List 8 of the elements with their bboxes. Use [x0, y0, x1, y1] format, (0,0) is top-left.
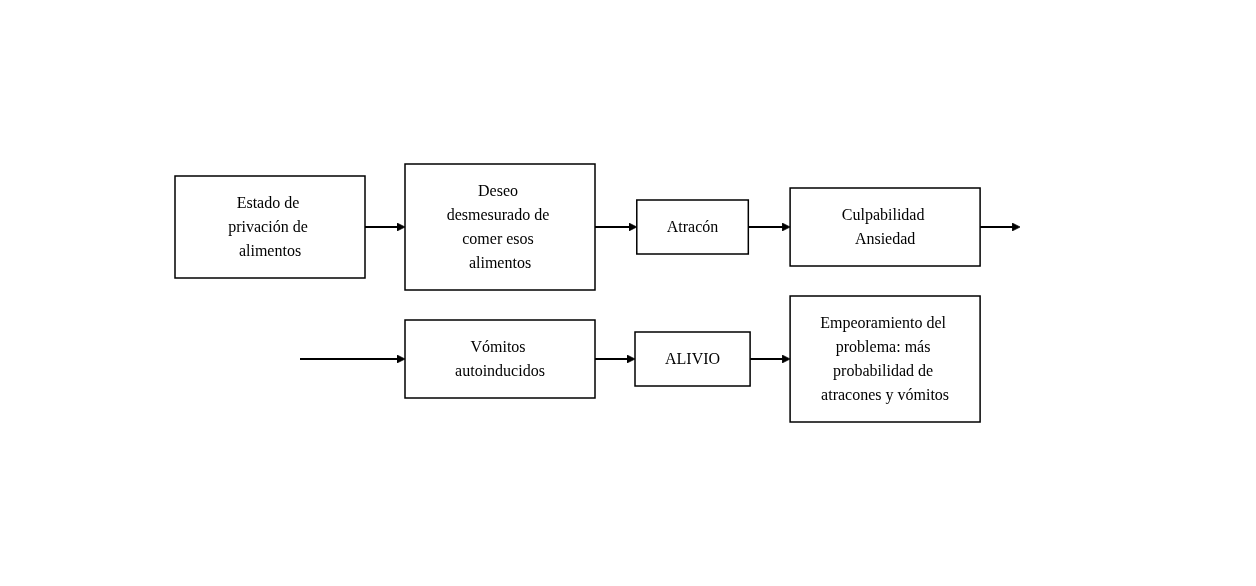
node-box: Culpabilidad Ansiedad [789, 187, 982, 267]
node-box: Vómitos autoinducidos [404, 319, 597, 399]
node-box: Empeoramiento del problema: más probabilidad de atracones y vómitos [789, 295, 982, 423]
node-box: ALIVIO [634, 331, 752, 387]
node-box: Deseo desmesurado de comer esos alimentos [404, 163, 597, 291]
arrow [299, 354, 406, 364]
node-box: Estado de privación de alimentos [174, 175, 367, 279]
node-box: Atracón [636, 199, 750, 255]
